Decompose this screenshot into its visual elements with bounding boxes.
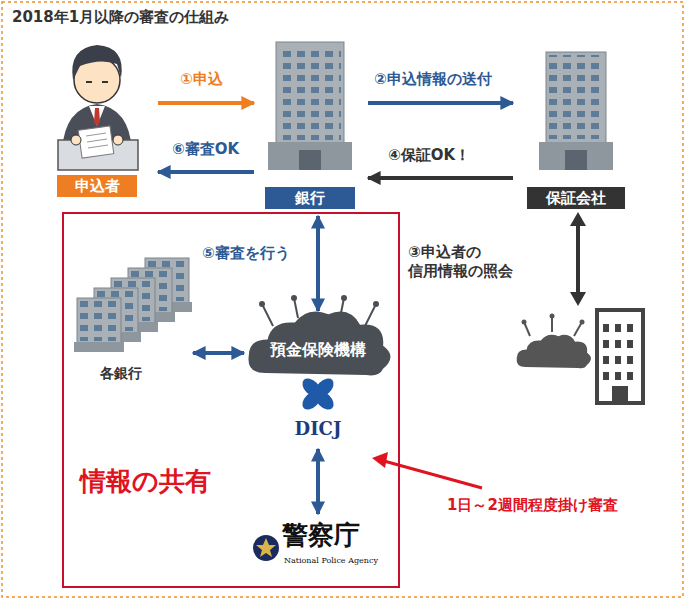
dicj-cloud bbox=[365, 304, 376, 326]
logo-text: DICJ bbox=[248, 418, 388, 440]
applicant-node: 申込者 bbox=[55, 40, 140, 199]
credit-bureau bbox=[570, 292, 586, 306]
guarantor-building bbox=[565, 150, 587, 170]
dicj-cloud bbox=[294, 298, 298, 318]
region-title: 情報の共有 bbox=[80, 466, 211, 497]
police-emblem bbox=[253, 535, 279, 561]
bank-building bbox=[276, 42, 344, 146]
applicant-figure bbox=[71, 135, 81, 145]
applicant-figure bbox=[78, 126, 114, 158]
other-banks-buildings bbox=[74, 298, 124, 352]
flow-arrow bbox=[368, 101, 513, 105]
flow-arrow bbox=[193, 351, 244, 355]
applicant-figure bbox=[113, 135, 123, 145]
bank-building bbox=[299, 150, 321, 170]
guarantor-node: 保証会社 bbox=[525, 35, 627, 211]
bank-node: 銀行 bbox=[262, 35, 358, 211]
applicant-figure bbox=[102, 81, 108, 83]
bank-building bbox=[268, 142, 352, 170]
node-label: 警察庁 bbox=[282, 520, 360, 551]
flow-arrow bbox=[316, 449, 320, 514]
flow-arrow bbox=[158, 170, 254, 174]
dicj-node: 預金保険機構 DICJ bbox=[248, 315, 390, 445]
credit-bureau bbox=[517, 212, 643, 403]
applicant-figure bbox=[87, 139, 107, 142]
police-emblem bbox=[256, 538, 276, 557]
shared-info-region: 各銀行 預金保険機構 DICJ 警察庁 National Police Agency 情報… bbox=[62, 212, 400, 588]
credit-bureau bbox=[580, 320, 585, 325]
step-label: ②申込情報の送付 bbox=[374, 70, 492, 89]
police-node: 警察庁 National Police Agency bbox=[250, 518, 390, 578]
callout-note: 1日～2週間程度掛け審査 bbox=[447, 496, 618, 515]
step-label: ④保証OK！ bbox=[388, 146, 470, 165]
node-label: 各銀行 bbox=[100, 365, 142, 382]
applicant-figure bbox=[72, 45, 121, 80]
applicant-figure bbox=[94, 108, 100, 126]
other-banks-buildings bbox=[74, 258, 192, 352]
flow-arrow bbox=[158, 101, 254, 105]
step-label: ①申込 bbox=[180, 70, 223, 89]
applicant-figure bbox=[88, 145, 108, 148]
credit-bureau bbox=[517, 335, 591, 369]
applicant-figure bbox=[89, 106, 105, 126]
bank-building bbox=[268, 42, 352, 170]
credit-bureau bbox=[522, 320, 527, 325]
flow-arrow bbox=[316, 216, 320, 311]
step-label: ⑤審査を行う bbox=[202, 244, 290, 263]
node-label: 保証会社 bbox=[527, 187, 625, 209]
credit-bureau bbox=[597, 310, 643, 403]
applicant-figure bbox=[58, 45, 138, 170]
dicj-logo bbox=[299, 375, 337, 413]
guarantor-building bbox=[546, 52, 606, 146]
query-note: ③申込者の 信用情報の照会 bbox=[408, 243, 533, 281]
flow-arrow bbox=[368, 176, 513, 180]
callout-arrow bbox=[372, 452, 388, 468]
node-label: 預金保険機構 bbox=[248, 340, 388, 359]
police-emblem bbox=[253, 535, 279, 561]
applicant-figure bbox=[86, 133, 106, 136]
dicj-cloud bbox=[262, 304, 273, 326]
guarantor-building bbox=[539, 142, 613, 170]
dicj-cloud bbox=[248, 311, 390, 375]
guarantor-building bbox=[539, 52, 613, 170]
credit-bureau bbox=[612, 386, 628, 401]
node-label: 申込者 bbox=[57, 175, 137, 197]
diagram-title: 2018年1月以降の審査の仕組み bbox=[12, 8, 229, 27]
node-subtitle: National Police Agency bbox=[284, 556, 378, 566]
credit-bureau bbox=[576, 222, 580, 296]
bank-building bbox=[279, 46, 341, 140]
dicj-cloud bbox=[341, 295, 347, 301]
dicj-logo bbox=[299, 375, 324, 400]
guarantor-building bbox=[549, 55, 603, 139]
credit-bureau bbox=[602, 316, 638, 380]
dicj-cloud bbox=[259, 301, 265, 307]
applicant-figure bbox=[86, 81, 92, 83]
step-label: ⑥審査OK bbox=[172, 140, 239, 159]
dicj-cloud bbox=[291, 295, 297, 301]
dicj-cloud bbox=[373, 301, 379, 307]
callout-arrow bbox=[372, 452, 482, 488]
node-label: 銀行 bbox=[265, 187, 355, 209]
other-banks-node: 各銀行 bbox=[72, 250, 187, 390]
credit-bureau bbox=[570, 212, 586, 226]
credit-bureau bbox=[550, 314, 555, 319]
